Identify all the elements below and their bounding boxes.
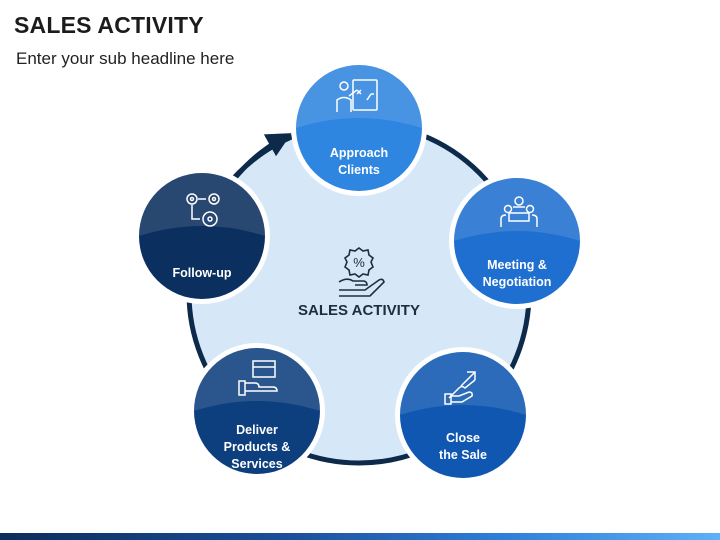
step-followup-disc	[139, 173, 265, 299]
step-meeting-disc	[454, 178, 580, 304]
svg-text:%: %	[353, 255, 365, 270]
footer-accent-bar	[0, 533, 720, 540]
strategy-board-icon	[336, 79, 378, 112]
step-deliver[interactable]: Deliver Products & Services	[189, 343, 325, 479]
step-close-label-2: the Sale	[439, 448, 487, 462]
step-followup-label-1: Follow-up	[172, 266, 231, 280]
step-deliver-label-2: Products &	[224, 440, 291, 454]
step-meeting-label-1: Meeting &	[487, 258, 547, 272]
step-deliver-label-1: Deliver	[236, 423, 278, 437]
meeting-table-icon	[500, 196, 538, 227]
step-deliver-disc	[194, 348, 320, 474]
step-deliver-label-3: Services	[231, 457, 282, 471]
step-approach-disc	[296, 65, 422, 191]
page-subtitle: Enter your sub headline here	[16, 49, 235, 68]
step-meeting-label-2: Negotiation	[483, 275, 552, 289]
center-icon: %	[338, 247, 385, 297]
step-meeting[interactable]: Meeting & Negotiation	[449, 173, 585, 309]
page-title: SALES ACTIVITY	[14, 12, 204, 38]
gears-flow-icon	[186, 193, 220, 227]
box-hand-icon	[238, 360, 278, 396]
step-close-disc	[400, 352, 526, 478]
step-close[interactable]: Close the Sale	[395, 347, 531, 483]
step-close-label-1: Close	[446, 431, 480, 445]
center-title: SALES ACTIVITY	[298, 302, 420, 319]
step-approach-label-1: Approach	[330, 146, 388, 160]
growth-hand-icon	[444, 371, 476, 405]
step-approach[interactable]: Approach Clients	[291, 60, 427, 196]
step-approach-label-2: Clients	[338, 163, 380, 177]
step-followup[interactable]: Follow-up	[134, 168, 270, 304]
